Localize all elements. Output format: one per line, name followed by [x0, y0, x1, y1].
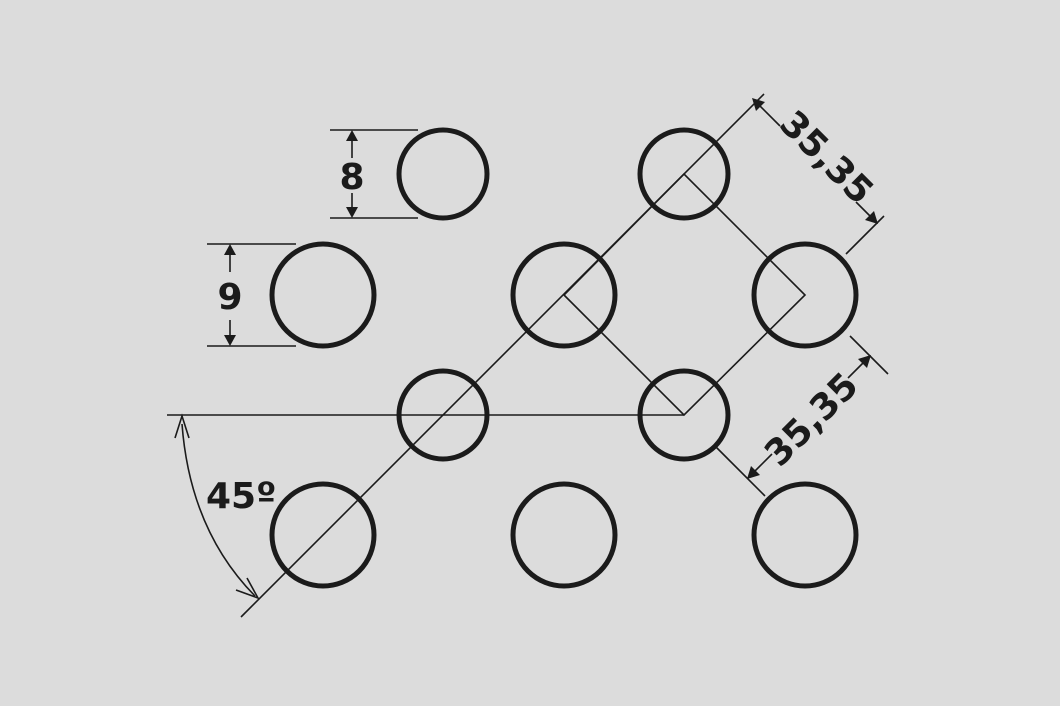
hole-large-row4-left — [269, 481, 377, 589]
dim-pitch-upper-arrow-b — [865, 211, 878, 224]
angle-arrow-top — [174, 413, 190, 439]
dim-pitch-lower-arrow-a — [747, 466, 760, 479]
dimension-small-hole: 8 — [330, 129, 418, 219]
dim-pitch-lower-extension — [849, 335, 889, 375]
dim-9-label: 9 — [217, 277, 242, 318]
dim-8-arrow-down — [346, 207, 358, 218]
hole-small-top-right — [637, 127, 731, 221]
dimension-pitch-lower: 35,35 — [747, 335, 889, 479]
hole-large-row2-left — [269, 241, 377, 349]
dim-9-arrow-down — [224, 335, 236, 346]
dim-pitch-upper-arrow-a — [752, 98, 765, 111]
hole-large-row4-right — [751, 481, 859, 589]
hole-large-row4-center — [510, 481, 618, 589]
hole-large-row2-center — [510, 241, 618, 349]
dimension-pitch-upper: 35,35 — [752, 98, 885, 255]
lower-pitch-extension-line — [715, 446, 766, 497]
construction-lines — [167, 93, 807, 618]
angle-label: 45º — [206, 476, 276, 517]
diagonal-45-line — [240, 93, 765, 618]
hole-large-row2-right — [751, 241, 859, 349]
dim-pitch-lower-arrow-b — [858, 355, 871, 368]
dimension-large-hole: 9 — [207, 243, 296, 347]
dim-9-arrow-up — [224, 244, 236, 255]
angle-arc — [181, 423, 256, 597]
pitch-square — [563, 172, 807, 417]
holes — [269, 127, 859, 589]
dim-8-label: 8 — [339, 157, 364, 198]
dim-pitch-lower-label: 35,35 — [757, 365, 867, 475]
dim-pitch-upper-label: 35,35 — [771, 103, 881, 213]
dim-pitch-upper-extension — [845, 215, 885, 255]
hole-small-top-left — [396, 127, 490, 221]
angle-arrow-bottom — [235, 577, 260, 600]
dimension-angle: 45º — [174, 413, 276, 600]
dim-8-arrow-up — [346, 130, 358, 141]
